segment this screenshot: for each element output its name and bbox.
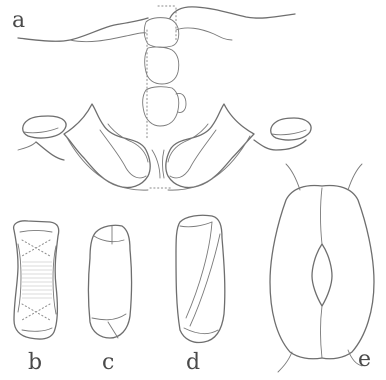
left-small-lobe-inner — [24, 128, 58, 133]
panel-e-top-stub-left — [286, 164, 300, 190]
panel-e-outline — [270, 186, 374, 359]
panel-b: b — [14, 221, 59, 375]
panel-e-top-stub-right — [348, 164, 362, 190]
panel-a-label: a — [12, 8, 25, 33]
panel-a: a — [12, 6, 311, 190]
panel-d-label: d — [186, 350, 200, 375]
guard-cell-right-inner — [168, 124, 216, 178]
panel-b-inner-outline — [20, 231, 52, 332]
panel-d: d — [176, 215, 225, 375]
right-small-lobe — [271, 118, 311, 140]
right-small-lobe-inner — [272, 130, 306, 135]
panel-b-side-left — [18, 244, 21, 312]
guard-cell-left-inner — [100, 124, 148, 178]
canal-cell-small — [176, 93, 186, 112]
panel-e-bottom-stub-left — [278, 352, 292, 372]
panel-c-label: c — [102, 350, 114, 375]
panel-d-top-wall — [180, 222, 212, 227]
canal-cell-upper — [144, 18, 178, 48]
panel-e-label: e — [358, 347, 371, 372]
panel-e-central-wall-lower — [321, 306, 323, 358]
panel-e: e — [270, 164, 374, 372]
panel-c-outline — [89, 225, 132, 338]
panel-b-dotted-top — [22, 240, 50, 256]
panel-c-top-wall — [94, 236, 124, 242]
panel-b-label: b — [28, 350, 42, 375]
central-pore — [152, 150, 164, 178]
guard-cell-left — [64, 104, 150, 188]
panel-d-diagonal-wall-inner — [190, 234, 220, 326]
left-rim — [18, 142, 36, 150]
panel-d-bottom-wall — [184, 328, 218, 334]
panel-b-dotted-bottom — [22, 304, 50, 320]
guard-cell-right — [166, 104, 254, 188]
upper-epidermis-outline — [18, 7, 295, 41]
panel-c: c — [89, 225, 132, 375]
panel-e-central-wall-upper — [321, 188, 323, 244]
canal-cell-middle — [145, 47, 179, 84]
canal-cell-lower — [143, 87, 179, 126]
panel-b-hatching — [22, 262, 52, 298]
upper-inner-layer — [70, 28, 232, 42]
panel-b-outline — [14, 221, 59, 339]
left-small-lobe — [23, 116, 66, 138]
panel-e-stomatal-pore — [312, 244, 332, 306]
